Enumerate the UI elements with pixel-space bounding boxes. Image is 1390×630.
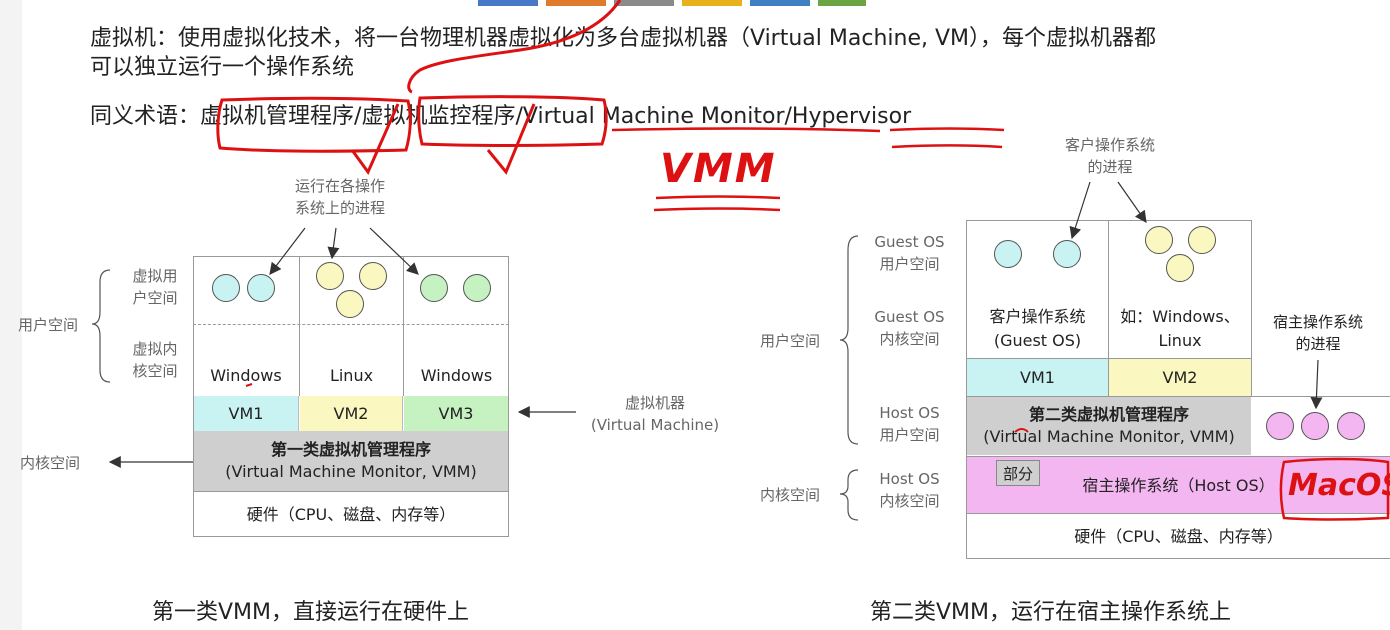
arrow xyxy=(1117,181,1147,223)
process-circle xyxy=(1053,240,1081,268)
type2-host-user-label: Host OS 用户空间 xyxy=(879,404,940,444)
handwritten-macos: MacOS xyxy=(1288,468,1390,503)
synonym-4: Hypervisor xyxy=(791,104,912,129)
synonym-separator: / xyxy=(515,104,523,129)
handwritten-underline xyxy=(653,207,781,212)
type1-vmm-layer: 第一类虚拟机管理程序 (Virtual Machine Monitor, VMM… xyxy=(194,431,508,491)
type1-os-windows-2: Windows xyxy=(420,366,493,385)
type1-vm3: VM3 xyxy=(404,396,508,431)
divider xyxy=(299,256,300,396)
toolbar-swatch xyxy=(818,0,866,6)
type2-guest-process-label: 客户操作系统 的进程 xyxy=(1064,136,1155,176)
type2-vm1: VM1 xyxy=(967,358,1108,396)
synonym-2: 虚拟机监控程序 xyxy=(361,104,516,129)
type2-hardware-layer: 硬件（CPU、磁盘、内存等） xyxy=(967,513,1390,558)
arrow xyxy=(327,227,340,260)
type2-user-space-label: 用户空间 xyxy=(759,332,820,350)
toolbar-swatch xyxy=(682,0,742,6)
host-process-circle xyxy=(1337,412,1365,440)
process-circle xyxy=(420,274,448,302)
synonym-separator: / xyxy=(784,104,792,129)
type1-process-label: 运行在各操作 系统上的进程 xyxy=(294,177,385,217)
type1-user-space-label: 用户空间 xyxy=(17,316,78,334)
type2-host-process-label: 宿主操作系统 的进程 xyxy=(1272,313,1363,353)
process-circle xyxy=(359,262,387,290)
type1-os-windows: Windows xyxy=(210,366,282,385)
host-process-circle xyxy=(1266,412,1294,440)
process-circle xyxy=(1188,226,1216,254)
type1-vm-user-space-label: 虚拟用 户空间 xyxy=(132,267,178,307)
host-process-circle xyxy=(1301,412,1329,440)
type2-guest-os: 客户操作系统 (Guest OS) xyxy=(989,307,1086,350)
synonym-1: 虚拟机管理程序 xyxy=(200,104,355,129)
type2-vmm-layer: 第二类虚拟机管理程序 (Virtual Machine Monitor, VMM… xyxy=(967,397,1251,455)
toolbar-swatch xyxy=(546,0,606,6)
process-circle xyxy=(1145,226,1173,254)
toolbar-swatch xyxy=(478,0,538,6)
process-circle xyxy=(336,290,364,318)
toolbar-swatch xyxy=(614,0,674,6)
type1-virtual-machine-label: 虚拟机器 (Virtual Machine) xyxy=(590,394,720,434)
type1-kernel-space-label: 内核空间 xyxy=(19,454,80,472)
dashed-separator xyxy=(193,324,509,325)
type1-caption: 第一类VMM，直接运行在硬件上 xyxy=(152,600,470,625)
type1-vm2: VM2 xyxy=(300,396,403,431)
handwritten-vmm: VMM xyxy=(660,146,777,192)
type1-diagram-box xyxy=(193,256,509,537)
definition-line-1: 虚拟机：使用虚拟化技术，将一台物理机器虚拟化为多台虚拟机器（Virtual Ma… xyxy=(90,26,1156,51)
brace xyxy=(839,235,859,445)
type2-vm2: VM2 xyxy=(1109,358,1251,396)
definition-line-2: 可以独立运行一个操作系统 xyxy=(90,55,355,80)
handwritten-underline xyxy=(891,144,1003,149)
type2-host-box xyxy=(966,396,1390,559)
process-circle xyxy=(316,262,344,290)
brace xyxy=(91,269,111,383)
toolbar-swatch xyxy=(750,0,810,6)
process-circle xyxy=(994,240,1022,268)
type1-os-linux: Linux xyxy=(329,366,374,385)
divider xyxy=(403,256,404,396)
type2-os-example: 如：Windows、 Linux xyxy=(1120,307,1240,350)
divider xyxy=(1108,220,1109,397)
type1-hardware-layer: 硬件（CPU、磁盘、内存等） xyxy=(194,491,508,536)
left-edge-bar xyxy=(0,0,22,630)
process-circle xyxy=(463,274,491,302)
synonyms-line: 同义术语：虚拟机管理程序/虚拟机监控程序/Virtual Machine Mon… xyxy=(90,102,911,132)
type2-kernel-space-label: 内核空间 xyxy=(759,486,820,504)
process-circle xyxy=(247,274,275,302)
process-circle xyxy=(212,274,240,302)
type2-partial-badge: 部分 xyxy=(996,460,1040,486)
synonym-3: Virtual Machine Monitor xyxy=(522,104,785,129)
handwritten-underline xyxy=(655,195,781,200)
type1-vm-kernel-space-label: 虚拟内 核空间 xyxy=(132,340,178,380)
type2-guest-user-label: Guest OS 用户空间 xyxy=(874,233,945,273)
synonyms-prefix: 同义术语： xyxy=(90,104,201,129)
type1-vm1: VM1 xyxy=(194,396,299,431)
type2-host-kernel-label: Host OS 内核空间 xyxy=(879,470,940,510)
brace xyxy=(839,469,859,521)
process-circle xyxy=(1166,254,1194,282)
type2-guest-kernel-label: Guest OS 内核空间 xyxy=(874,308,945,348)
type2-caption: 第二类VMM，运行在宿主操作系统上 xyxy=(870,600,1232,625)
